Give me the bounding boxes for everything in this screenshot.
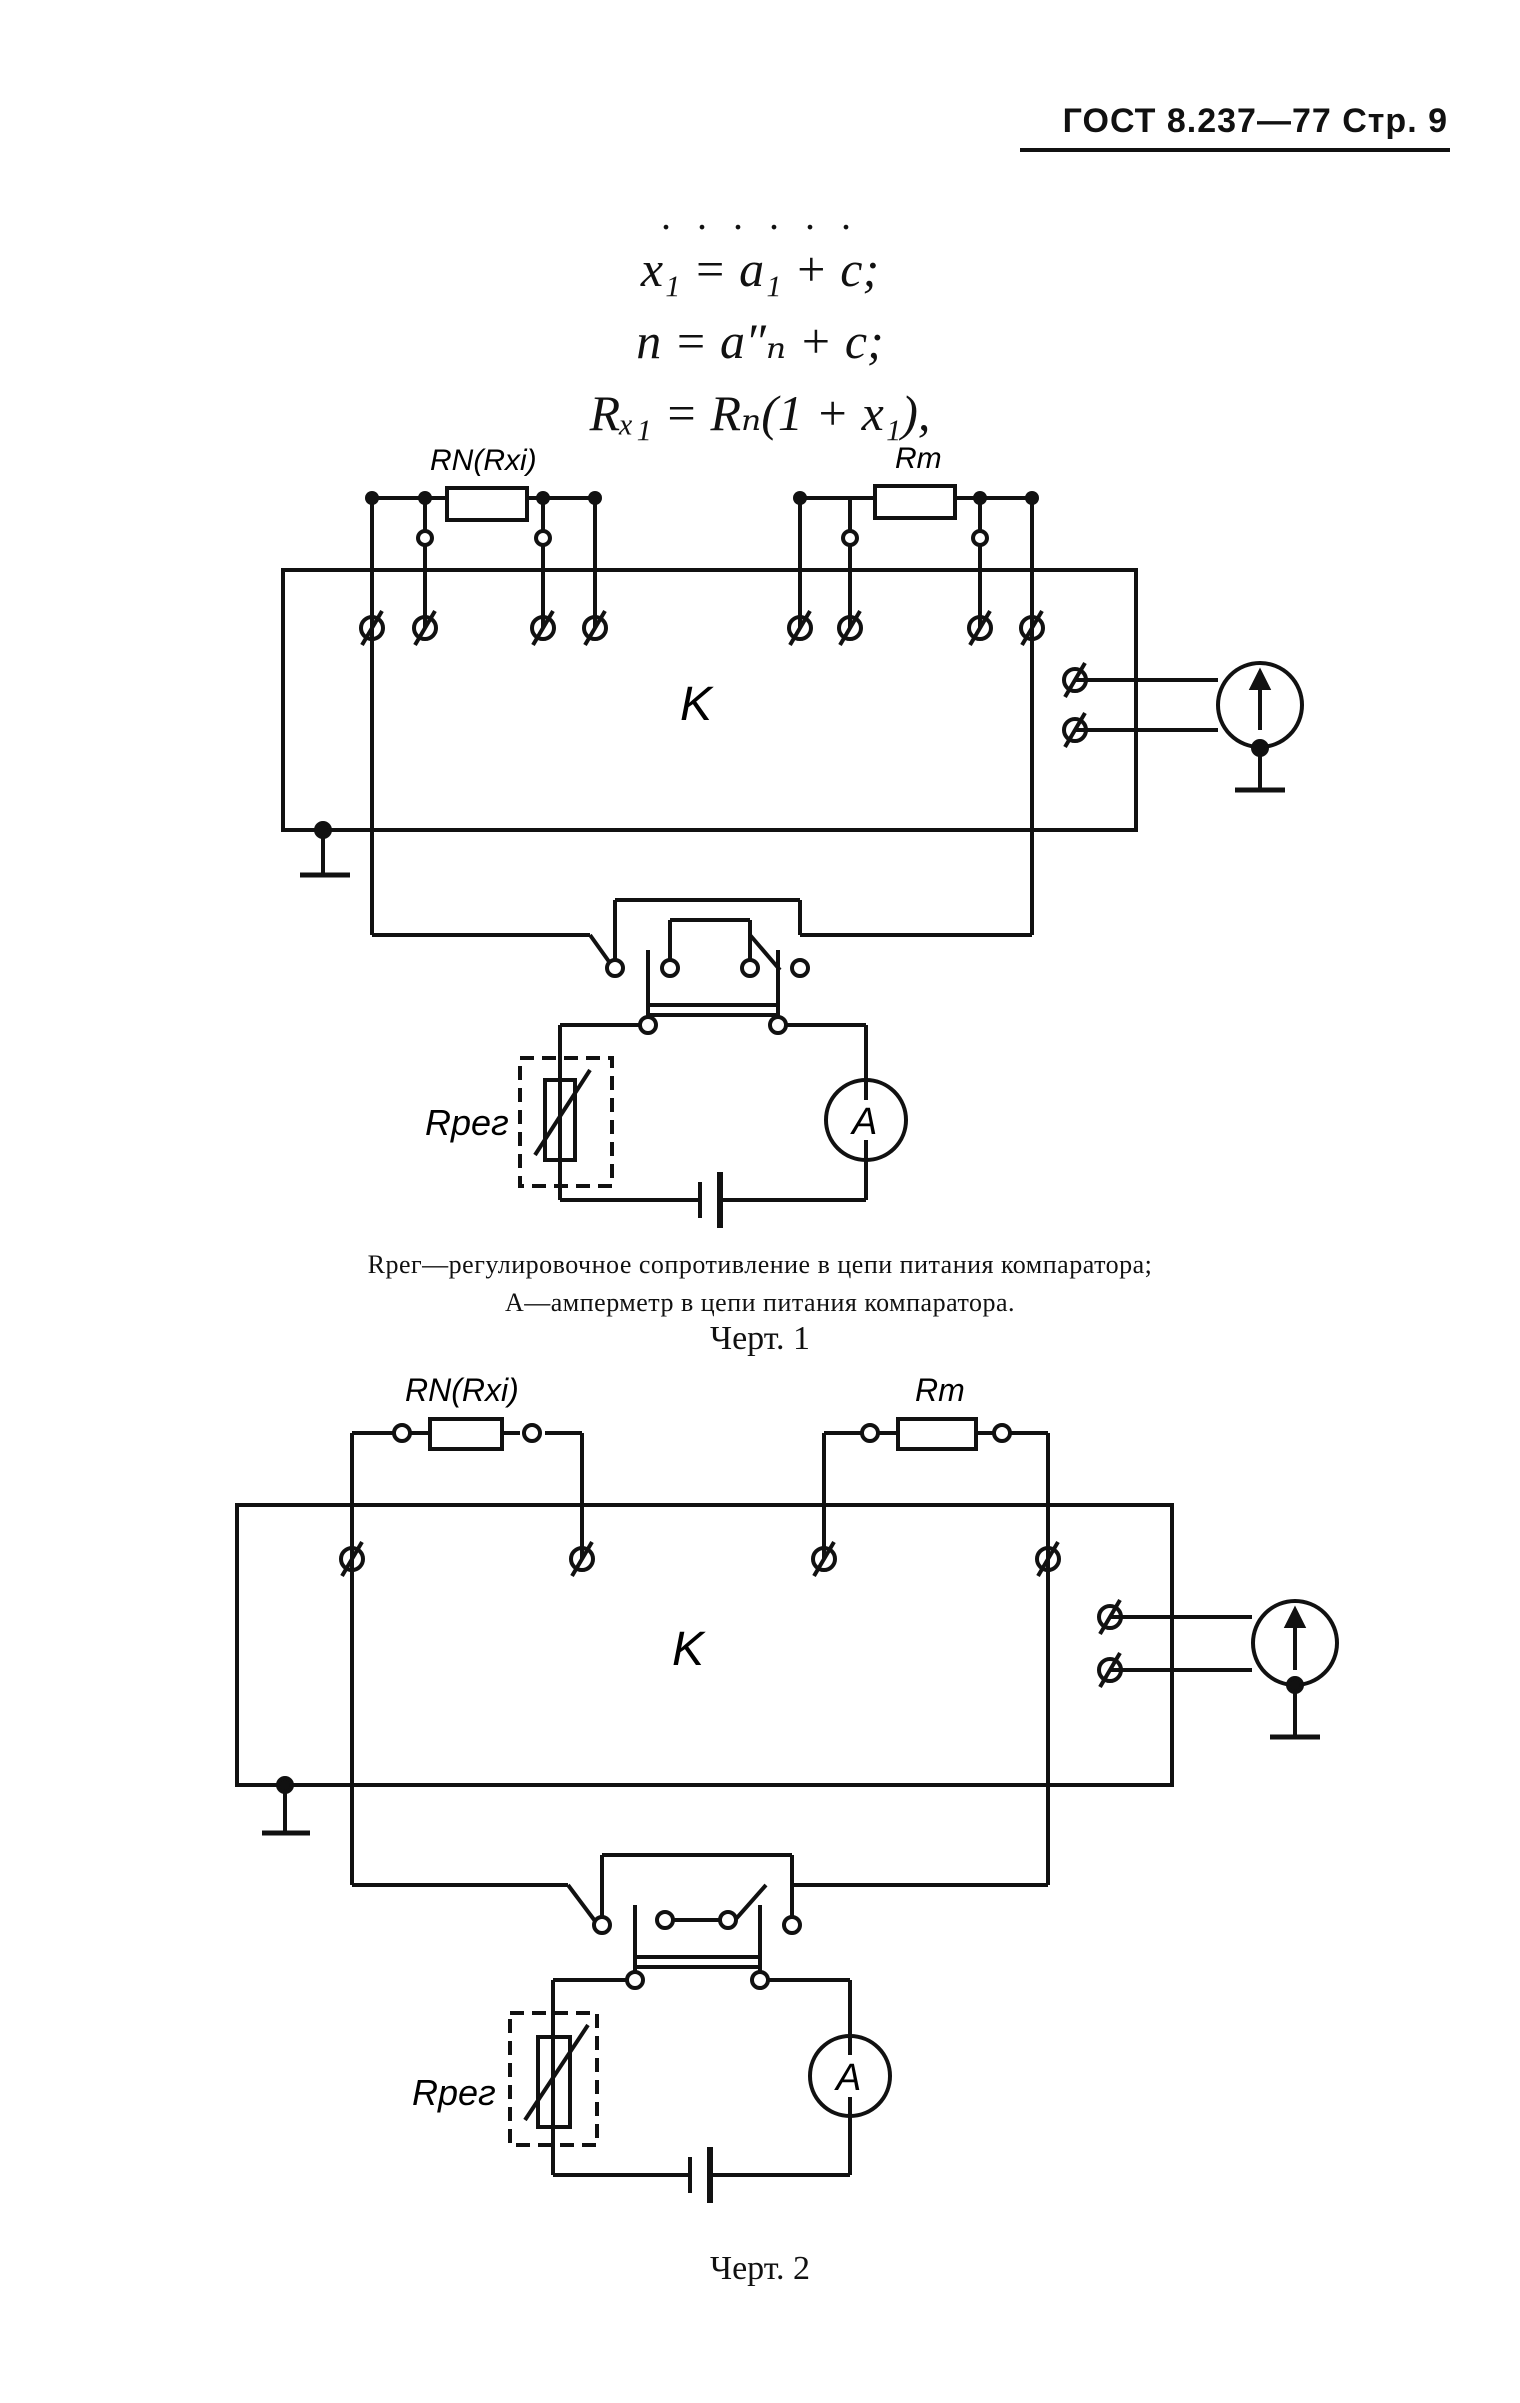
formula-line-3: Rₓ₁ = Rₙ(1 + x₁), bbox=[589, 385, 931, 441]
label-rheostat: Rрег bbox=[412, 2072, 496, 2113]
comparator-box bbox=[281, 568, 1138, 832]
formula-line-1: x₁ = a₁ + c; bbox=[640, 241, 880, 297]
comparator-box bbox=[235, 1503, 1174, 1787]
figure1-caption-line1: Rрег—регулировочное сопротивление в цепи… bbox=[367, 1250, 1153, 1279]
label-ammeter: A bbox=[850, 1101, 877, 1143]
ammeter-circle bbox=[824, 1078, 908, 1162]
label-resistor-left: RN(Rxi) bbox=[405, 1372, 519, 1408]
formula-line-2: n = a″ₙ + c; bbox=[636, 313, 884, 369]
resistor-right bbox=[896, 1417, 978, 1451]
resistor-left bbox=[445, 486, 529, 522]
formula-dots: . . . . . . bbox=[661, 193, 859, 238]
figure1-title: Черт. 1 bbox=[709, 1320, 811, 1357]
label-comparator: K bbox=[680, 678, 714, 731]
label-resistor-right: Rт bbox=[915, 1372, 965, 1408]
label-comparator: K bbox=[672, 1623, 706, 1676]
label-resistor-right: Rт bbox=[895, 442, 942, 475]
figure1-caption-line2: A—амперметр в цепи питания компаратора. bbox=[504, 1288, 1016, 1317]
ammeter-circle bbox=[808, 2034, 892, 2118]
circuit-diagram-2: RN(Rxi) Rт K Rрег A bbox=[235, 1372, 1339, 2203]
rheostat-dashed-box bbox=[518, 1056, 614, 1188]
label-ammeter: A bbox=[834, 2057, 861, 2099]
header-rule bbox=[1020, 148, 1450, 152]
circuit-diagram-1: RN(Rxi) Rт K Rрег A bbox=[281, 442, 1304, 1228]
rheostat bbox=[536, 2035, 572, 2129]
rheostat bbox=[543, 1078, 577, 1162]
resistor-left bbox=[428, 1417, 504, 1451]
figure2-title: Черт. 2 bbox=[709, 2250, 811, 2287]
label-resistor-left: RN(Rxi) bbox=[430, 444, 537, 477]
resistor-right bbox=[873, 484, 957, 520]
page-header: ГОСТ 8.237—77 Стр. 9 bbox=[1062, 102, 1448, 140]
label-rheostat: Rрег bbox=[425, 1102, 509, 1143]
